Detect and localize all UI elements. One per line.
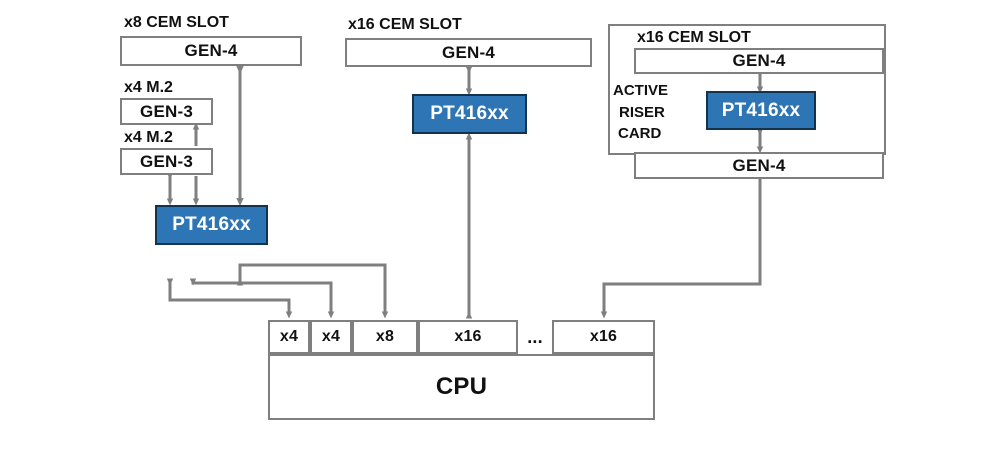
x4-m2-gen3-box-2: GEN-3: [120, 148, 213, 175]
x8-cem-slot-gen4-box: GEN-4: [120, 36, 302, 66]
cpu-lane-x16-2: x16: [552, 320, 655, 354]
x8-cem-slot-label: x8 CEM SLOT: [124, 14, 229, 31]
cpu-body: CPU: [268, 354, 655, 420]
cpu-lane-x16-1: x16: [418, 320, 518, 354]
cpu-lane-x4-2: x4: [310, 320, 352, 354]
right-x16-cem-slot-label: x16 CEM SLOT: [637, 29, 751, 46]
left-pt416xx-switch: PT416xx: [155, 205, 268, 245]
x4-m2-label-2: x4 M.2: [124, 129, 173, 146]
cpu-lane-x8: x8: [352, 320, 418, 354]
x4-m2-label-1: x4 M.2: [124, 79, 173, 96]
active-riser-card-label-line2: RISER: [619, 104, 665, 121]
middle-x16-cem-slot-label: x16 CEM SLOT: [348, 16, 462, 33]
active-riser-card-label-line3: CARD: [618, 125, 662, 142]
cpu-lane-x4-1: x4: [268, 320, 310, 354]
active-riser-card-label-line1: ACTIVE: [613, 82, 669, 99]
middle-x16-cem-slot-gen4-box: GEN-4: [345, 38, 592, 67]
riser-upstream-gen4-box: GEN-4: [634, 48, 884, 74]
x4-m2-gen3-box-1: GEN-3: [120, 98, 213, 125]
middle-pt416xx-switch: PT416xx: [412, 94, 527, 134]
riser-pt416xx-switch: PT416xx: [706, 91, 816, 130]
riser-downstream-gen4-box: GEN-4: [634, 152, 884, 179]
cpu-lane-ellipsis: ...: [527, 326, 543, 347]
